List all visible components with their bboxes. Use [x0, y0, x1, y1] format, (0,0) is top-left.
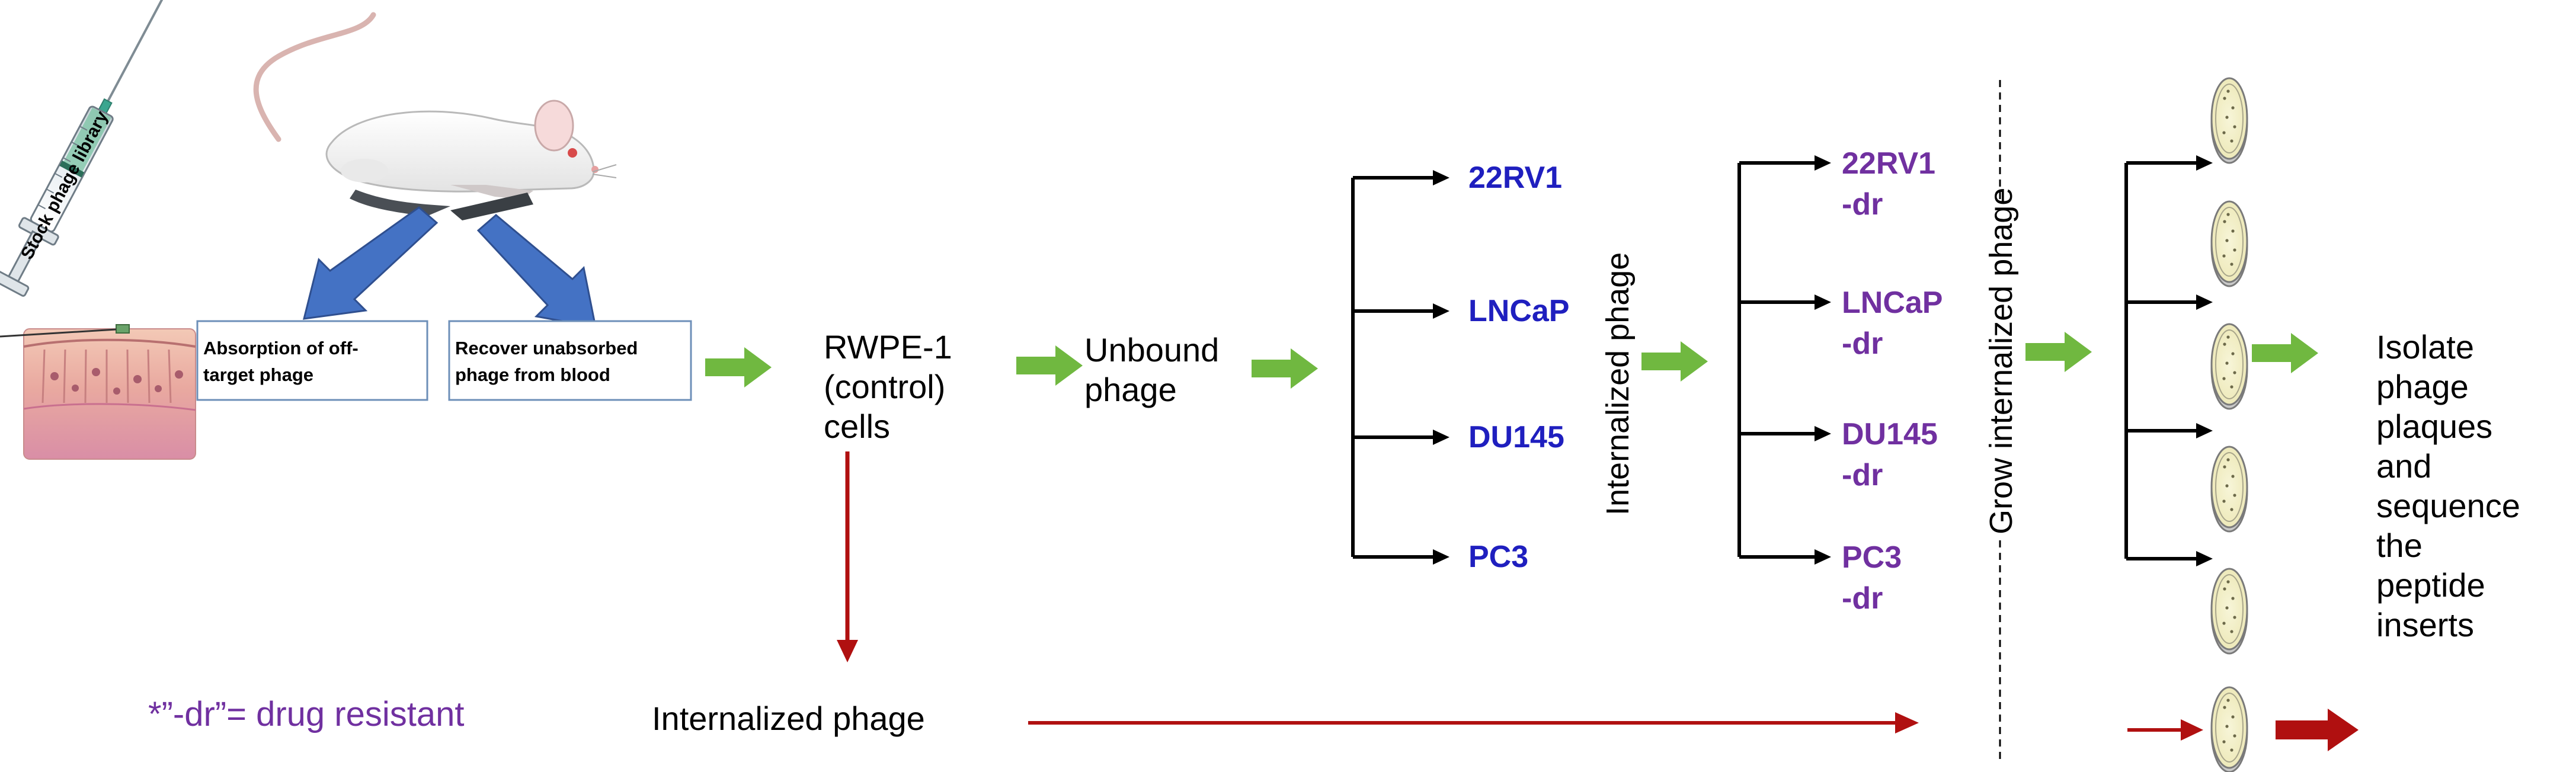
final-line-3: plaques [2376, 408, 2492, 445]
recover-line-1: Recover unabsorbed [455, 338, 638, 358]
petri-dish-icon [2210, 323, 2248, 410]
control-line-1: RWPE-1 [824, 328, 952, 366]
petri-dish-icon [2210, 568, 2248, 655]
resistant-lncap-name: LNCaP [1842, 286, 1943, 320]
resistant-22rv1-name: 22RV1 [1842, 146, 1935, 181]
syringe-label: Stock phage library [17, 108, 112, 263]
red-arrow-long [1028, 712, 1919, 733]
red-arrow-thick [2276, 709, 2359, 751]
final-step-label: Isolate phage plaques and sequence the p… [2376, 328, 2529, 643]
cell-line-pc3: PC3 [1468, 540, 1528, 574]
blue-arrow-right [476, 214, 597, 328]
green-arrow-to-final [2252, 333, 2318, 373]
branch-tree-cell-lines [1351, 176, 1434, 559]
resistant-pc3: PC3 -dr [1842, 540, 1911, 616]
final-line-2: phage [2376, 368, 2469, 405]
final-line-1: Isolate [2376, 328, 2474, 366]
control-line-2: (control) [824, 368, 945, 405]
red-arrow-down [837, 451, 858, 662]
resistant-du145-name: DU145 [1842, 417, 1938, 451]
petri-dish-icon [2210, 446, 2248, 533]
control-line-3: cells [824, 408, 890, 445]
grow-phage-vertical-label: Grow internalized phage [1983, 188, 2019, 534]
bottom-internalized-phage-label: Internalized phage [652, 700, 925, 737]
resistant-du145: DU145 -dr [1842, 417, 1946, 492]
branch-arrowheads-plates [2196, 155, 2213, 566]
branch-tree-plates [2124, 161, 2199, 560]
cell-line-22rv1: 22RV1 [1468, 161, 1562, 195]
resistant-lncap: LNCaP -dr [1842, 286, 1951, 361]
grow-label-background [1982, 204, 2019, 539]
green-arrow-to-unbound [1016, 345, 1083, 386]
final-line-4: and [2376, 447, 2431, 485]
petri-dish-icon [2210, 686, 2248, 772]
petri-dish-icon [2210, 200, 2248, 287]
absorption-box-text: Absorption of off- target phage [203, 338, 363, 385]
final-line-6: the [2376, 527, 2423, 564]
absorption-line-2: target phage [203, 364, 313, 385]
blue-arrow-left [303, 206, 439, 320]
green-arrow-to-cell-lines [1252, 348, 1318, 389]
mouse-illustration [253, 12, 617, 220]
green-arrow-to-control [705, 347, 772, 387]
resistant-pc3-suffix: -dr [1842, 581, 1883, 616]
resistant-22rv1: 22RV1 -dr [1842, 146, 1944, 222]
green-arrow-to-plates [2025, 332, 2092, 372]
resistant-pc3-name: PC3 [1842, 540, 1902, 575]
resistant-lncap-suffix: -dr [1842, 326, 1883, 361]
cell-line-lncap: LNCaP [1468, 294, 1569, 328]
final-line-8: inserts [2376, 606, 2474, 643]
unbound-line-2: phage [1084, 371, 1177, 408]
branch-tree-resistant [1737, 161, 1816, 559]
unbound-line-1: Unbound [1084, 331, 1219, 369]
recover-box [448, 320, 692, 401]
final-line-5: sequence [2376, 487, 2520, 524]
absorption-line-1: Absorption of off- [203, 338, 359, 358]
resistant-22rv1-suffix: -dr [1842, 187, 1883, 222]
syringe-illustration [0, 0, 176, 297]
recover-box-text: Recover unabsorbed phage from blood [455, 338, 643, 385]
control-cells-label: RWPE-1 (control) cells [824, 328, 961, 445]
resistant-du145-suffix: -dr [1842, 458, 1883, 492]
red-arrow-short [2127, 719, 2203, 741]
tissue-section-illustration [0, 324, 196, 460]
cell-line-du145: DU145 [1468, 420, 1564, 454]
internalized-phage-vertical-label: Internalized phage [1600, 252, 1636, 515]
branch-arrowheads-resistant [1815, 155, 1831, 565]
final-line-7: peptide [2376, 566, 2485, 604]
unbound-phage-label: Unbound phage [1084, 331, 1228, 408]
petri-dish-icon [2210, 77, 2248, 164]
green-arrow-to-resistant [1641, 341, 1708, 382]
recover-line-2: phage from blood [455, 364, 610, 385]
absorption-box [196, 320, 428, 401]
drug-resistant-note: *”-dr”= drug resistant [148, 695, 464, 733]
branch-arrowheads-cell-lines [1433, 170, 1449, 565]
